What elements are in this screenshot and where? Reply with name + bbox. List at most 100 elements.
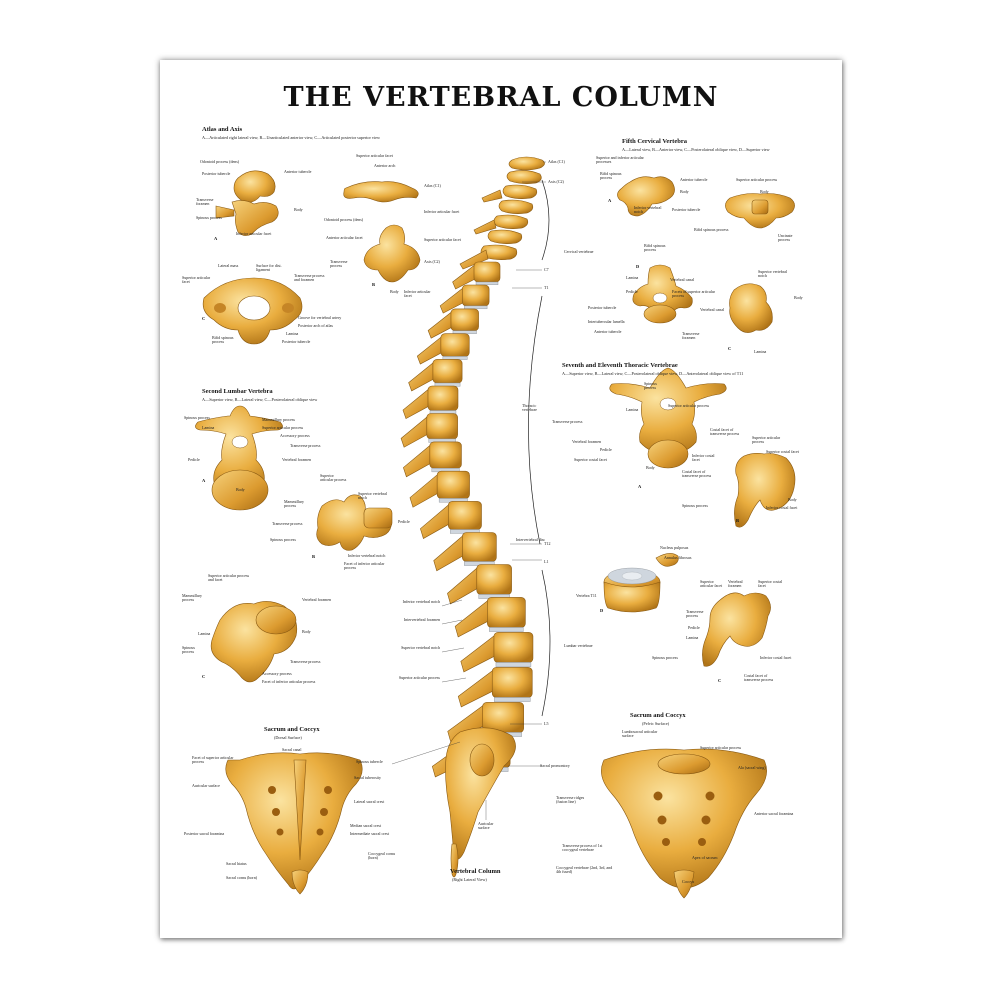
label-l5: L5	[544, 721, 549, 726]
cervical-label-sup-notch: Superior vertebral notch	[758, 269, 787, 279]
atlas-label-atlas-c1: Atlas (C1)	[424, 183, 441, 188]
sacrum-label-auricular: Auricular surface	[192, 783, 220, 788]
sacrum-label-sacral-hiatus: Sacral hiatus	[226, 861, 247, 866]
thoracic-label-transverse: Transverse process	[552, 419, 583, 424]
lumbar-label-sup-facet: Superior articular process and facet	[208, 573, 250, 583]
view-letter-b3: B	[312, 554, 316, 559]
thoracic-vertebra	[408, 359, 463, 392]
atlas-axis-heading: Atlas and Axis	[202, 126, 243, 133]
atlas-label-superior-facet3: Superior articular facet	[182, 275, 211, 285]
thoracic-label-vertebral-foramen: Vertebral foramen	[572, 439, 601, 444]
thoracic-vertebra	[420, 501, 482, 539]
thoracic-vertebra	[439, 284, 490, 314]
lumbar-label-transverse3: Transverse process	[290, 659, 321, 664]
sacrum-label-lumbosacral: Lumbosacral articular surface	[622, 729, 658, 739]
cervical-label-vertebral-canal: Vertebral canal	[670, 277, 695, 282]
atlas-label-inferior-facet3: Inferior articular facet	[404, 289, 431, 299]
atlas-label-groove: Groove for vertebral artery	[298, 315, 342, 320]
column-subheading: (Right Lateral View)	[452, 877, 487, 882]
cervical-label-posterior-tubercle2: Posterior tubercle	[588, 305, 617, 310]
thoracic-label-pedicle2: Pedicle	[688, 625, 700, 630]
anatomy-illustration	[195, 156, 796, 899]
cervical-label-posterior-tubercle: Posterior tubercle	[672, 207, 701, 212]
cervical-label-anterior-tubercle: Anterior tubercle	[680, 177, 708, 182]
atlas-label-transverse-foramen: Transverse foramen	[196, 197, 214, 207]
second-lumbar-subheading: A—Superior view, B—Lateral view, C—Poste…	[202, 397, 318, 402]
atlas-label-body: Body	[294, 207, 303, 212]
lumbar-label-mammillary: Mammillary process	[262, 417, 295, 422]
cervical-label-pedicle: Pedicle	[626, 289, 638, 294]
sacrum-dorsal-heading: Sacrum and Coccyx	[264, 726, 320, 733]
lumbar-label-transverse: Transverse process	[290, 443, 321, 448]
cervical-label-bifid3: Bifid spinous process	[644, 243, 666, 253]
cervical-label-bifid2: Bifid spinous process	[694, 227, 729, 232]
thoracic-label-transverse2: Transverse process	[686, 609, 704, 619]
lumbar-label-accessory: Accessory process	[280, 433, 310, 438]
lumbar-vertebra	[457, 667, 533, 708]
poster: THE VERTEBRAL COLUMN	[160, 60, 842, 938]
lumbar-label-vertebral-foramen: Vertebral foramen	[282, 457, 311, 462]
cervical-label-anterior-tubercle2: Anterior tubercle	[594, 329, 622, 334]
sacrum-pelvic-subheading: (Pelvic Surface)	[642, 721, 670, 726]
lumbar-label-spinous3: Spinous process	[182, 645, 195, 655]
atlas-label-inferior-facet2: Inferior articular facet	[424, 209, 460, 214]
thoracic-vertebra	[403, 441, 462, 478]
thoracic-vertebra	[400, 413, 458, 448]
sacrum-label-apex: Apex of sacrum	[692, 855, 718, 860]
label-c7: C7	[544, 267, 549, 272]
lumbar-label-inf-notch: Inferior vertebral notch	[348, 553, 386, 558]
atlas-label-lateral-mass: Lateral mass	[218, 263, 239, 268]
thoracic-label-costal-facet2: Costal facet of transverse process	[682, 469, 712, 479]
thoracic-heading: Seventh and Eleventh Thoracic Vertebrae	[562, 362, 678, 369]
cervical-label-sup-inf: Superior and inferior articular processe…	[596, 155, 644, 165]
leader-lines	[391, 161, 551, 820]
thoracic-subheading: A—Superior view, B—Lateral view, C—Poste…	[562, 371, 744, 376]
view-letter-a2: A	[608, 198, 612, 203]
label-t1: T1	[544, 285, 549, 290]
thoracic-label-superior-costal2: Superior costal facet	[766, 449, 799, 454]
atlas-axis-subheading: A—Articulated right lateral view, B—Unar…	[202, 135, 381, 140]
label-sup-articular: Superior articular process	[398, 675, 440, 680]
poster-title: THE VERTEBRAL COLUMN	[283, 82, 719, 113]
lumbar-label-accessory2: Accessory process	[262, 671, 292, 676]
atlas-label-spinous: Spinous process	[196, 215, 222, 220]
lumbar-vertebra	[454, 597, 526, 638]
thoracic-label-costal-facet: Costal facet of transverse process	[710, 427, 740, 437]
atlas-label-bifid: Bifid spinous process	[212, 335, 234, 345]
thoracic-vertebra	[447, 564, 512, 605]
lumbar-label-sup-articular: Superior articular process	[262, 425, 304, 430]
thoracic-label-vertebra-t11: Vertebra T11	[576, 593, 597, 598]
thoracic-vertebra	[452, 261, 501, 290]
atlas-label-surface-ligament: Surface for dist. ligament	[256, 263, 282, 273]
label-cervical: Cervical vertebrae	[564, 249, 594, 254]
thoracic-vertebra	[402, 385, 459, 420]
view-letter-a1: A	[214, 236, 218, 241]
cervical-label-lamina: Lamina	[626, 275, 639, 280]
lumbar-label-spinous: Spinous process	[184, 415, 210, 420]
thoracic-label-spinous2: Spinous process	[682, 503, 708, 508]
cervical-label-vertebral-canal2: Vertebral canal	[700, 307, 725, 312]
sacrum-label-ala: Ala (sacral wing)	[738, 765, 766, 770]
thoracic-vertebra	[416, 333, 470, 365]
lumbar-label-body: Body	[236, 487, 245, 492]
thoracic-label-nucleus: Nucleus pulposus	[660, 545, 689, 550]
thoracic-label-body: Body	[646, 465, 655, 470]
fifth-cervical-figures	[617, 176, 795, 333]
cervical-label-inferior-notch: Inferior vertebral notch	[634, 205, 662, 215]
cervical-label-intertubercular: Intertubercular lamella	[588, 319, 625, 324]
atlas-label-superior-facet: Superior articular facet	[356, 153, 393, 158]
lumbar-label-spinous2: Spinous process	[270, 537, 296, 542]
atlas-label-lamina: Lamina	[286, 331, 299, 336]
atlas-axis-figures	[202, 170, 421, 345]
thoracic-vertebra	[409, 470, 470, 508]
lumbar-label-lamina: Lamina	[202, 425, 215, 430]
label-lumbar: Lumbar vertebrae	[564, 643, 593, 648]
label-auricular: Auricular surface	[478, 821, 494, 831]
view-letter-a3: A	[202, 478, 206, 483]
sacrum-label-transverse-ridges: Transverse ridges (fusion line)	[556, 795, 585, 805]
view-letter-c3: C	[202, 674, 206, 679]
cervical-label-lamina2: Lamina	[754, 349, 767, 354]
thoracic-label-inferior-costal: Inferior costal facet	[692, 453, 715, 463]
atlas-label-post-tubercle2: Posterior tubercle	[282, 339, 311, 344]
second-lumbar-figures	[195, 405, 393, 683]
